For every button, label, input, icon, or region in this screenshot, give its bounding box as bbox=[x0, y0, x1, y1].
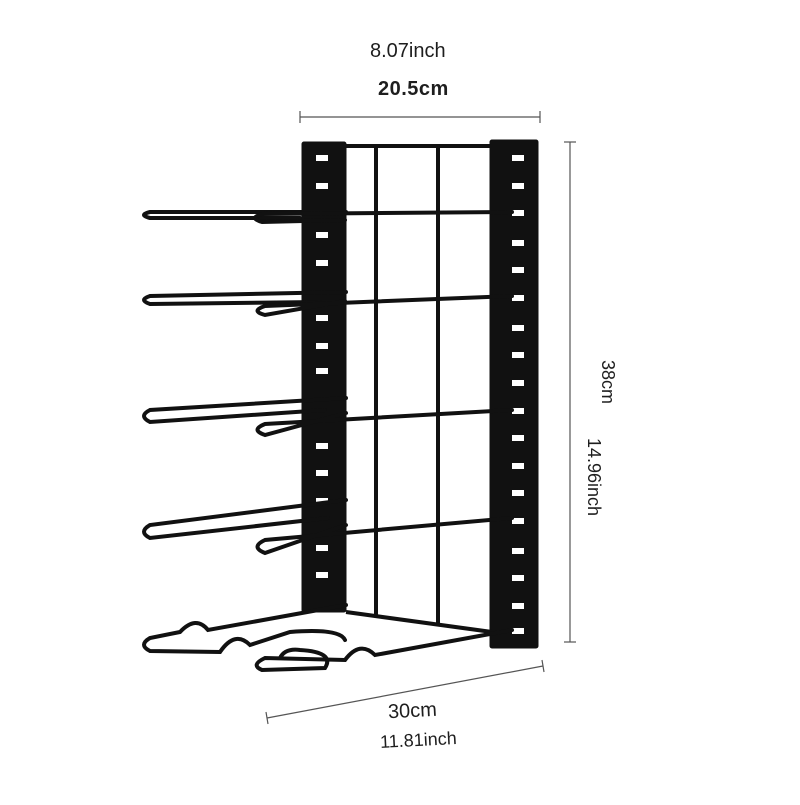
left-bar-slots bbox=[316, 155, 328, 578]
right-bar-slots bbox=[512, 155, 524, 634]
height-inch-label: 14.96inch bbox=[584, 438, 604, 517]
depth-inch-label: 11.81inch bbox=[379, 728, 458, 752]
depth-cm-label: 30cm bbox=[387, 698, 438, 724]
rack-frame bbox=[301, 139, 539, 649]
width-cm-label: 20.5cm bbox=[378, 78, 449, 100]
width-inch-label: 8.07inch bbox=[370, 40, 446, 62]
width-dimension-line bbox=[299, 111, 541, 123]
back-grid-wires bbox=[345, 144, 493, 634]
height-dimension-line bbox=[564, 141, 576, 643]
depth-dimension-line bbox=[265, 659, 545, 725]
height-cm-label: 38cm bbox=[598, 360, 618, 405]
rack-arms bbox=[142, 210, 514, 673]
